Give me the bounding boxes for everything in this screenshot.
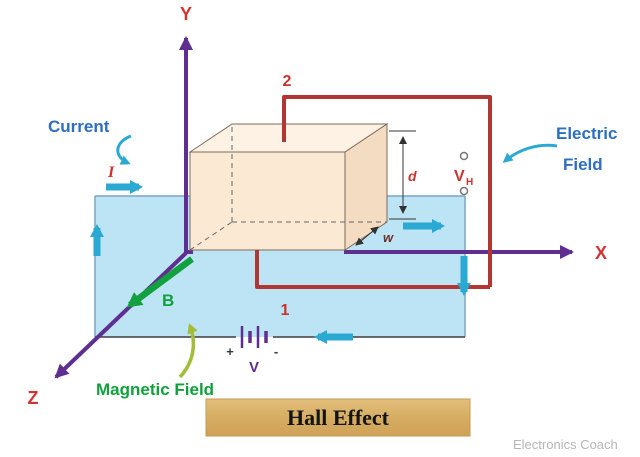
wire-top-number: 2 — [283, 73, 292, 90]
z-axis — [54, 251, 188, 379]
wire-bottom-number: 1 — [281, 302, 290, 319]
hall-voltage-terminals: V H — [454, 151, 473, 196]
battery: + - V — [226, 326, 278, 376]
title-banner-background — [205, 398, 471, 437]
current-pointer-arrow-icon — [116, 134, 132, 165]
watermark: Electronics Coach — [513, 437, 618, 452]
electric-field-pointer-arrow-icon — [502, 143, 558, 163]
terminal-bottom-icon — [459, 186, 469, 196]
z-axis-label: Z — [28, 388, 39, 408]
magnetic-field-vector-icon — [126, 256, 194, 308]
electric-field-label-line1: Electric — [556, 124, 617, 143]
wire-top — [282, 95, 492, 287]
battery-minus-sign: - — [274, 344, 278, 359]
hall-voltage-circuit: 2 1 — [255, 73, 492, 319]
electric-field-annotation: Electric Field — [502, 124, 617, 174]
dimension-d: d — [389, 130, 417, 220]
magnetic-field-label: Magnetic Field — [96, 380, 214, 399]
wire-bottom — [255, 250, 490, 289]
terminal-top-icon — [459, 151, 469, 161]
dim-w-label: w — [383, 230, 394, 245]
current-label: Current — [48, 117, 110, 136]
slab-front-face — [189, 151, 346, 251]
current-annotation: Current I — [48, 117, 132, 181]
dim-d-label: d — [408, 168, 417, 184]
electric-field-label-line2: Field — [563, 155, 603, 174]
dimension-w: w — [355, 226, 394, 246]
hall-voltage-subscript: H — [466, 177, 473, 188]
coordinate-axes: Y X Z — [28, 4, 608, 408]
semiconductor-slab — [188, 123, 389, 251]
title-banner: Hall Effect — [205, 398, 471, 437]
battery-plus-sign: + — [226, 344, 234, 359]
magnetic-field-pointer-arrow-icon — [178, 323, 198, 379]
x-axis-label: X — [595, 243, 607, 263]
battery-voltage-label: V — [249, 359, 259, 376]
hall-voltage-symbol: V — [454, 168, 465, 185]
magnetic-flux-symbol: B — [162, 291, 174, 310]
magnetic-field-annotation: B Magnetic Field — [96, 256, 214, 399]
dim-w-arrow — [355, 226, 379, 246]
y-axis-label: Y — [180, 4, 192, 24]
current-symbol: I — [107, 164, 115, 181]
current-direction-arrows — [90, 180, 471, 344]
page-title: Hall Effect — [287, 405, 390, 430]
